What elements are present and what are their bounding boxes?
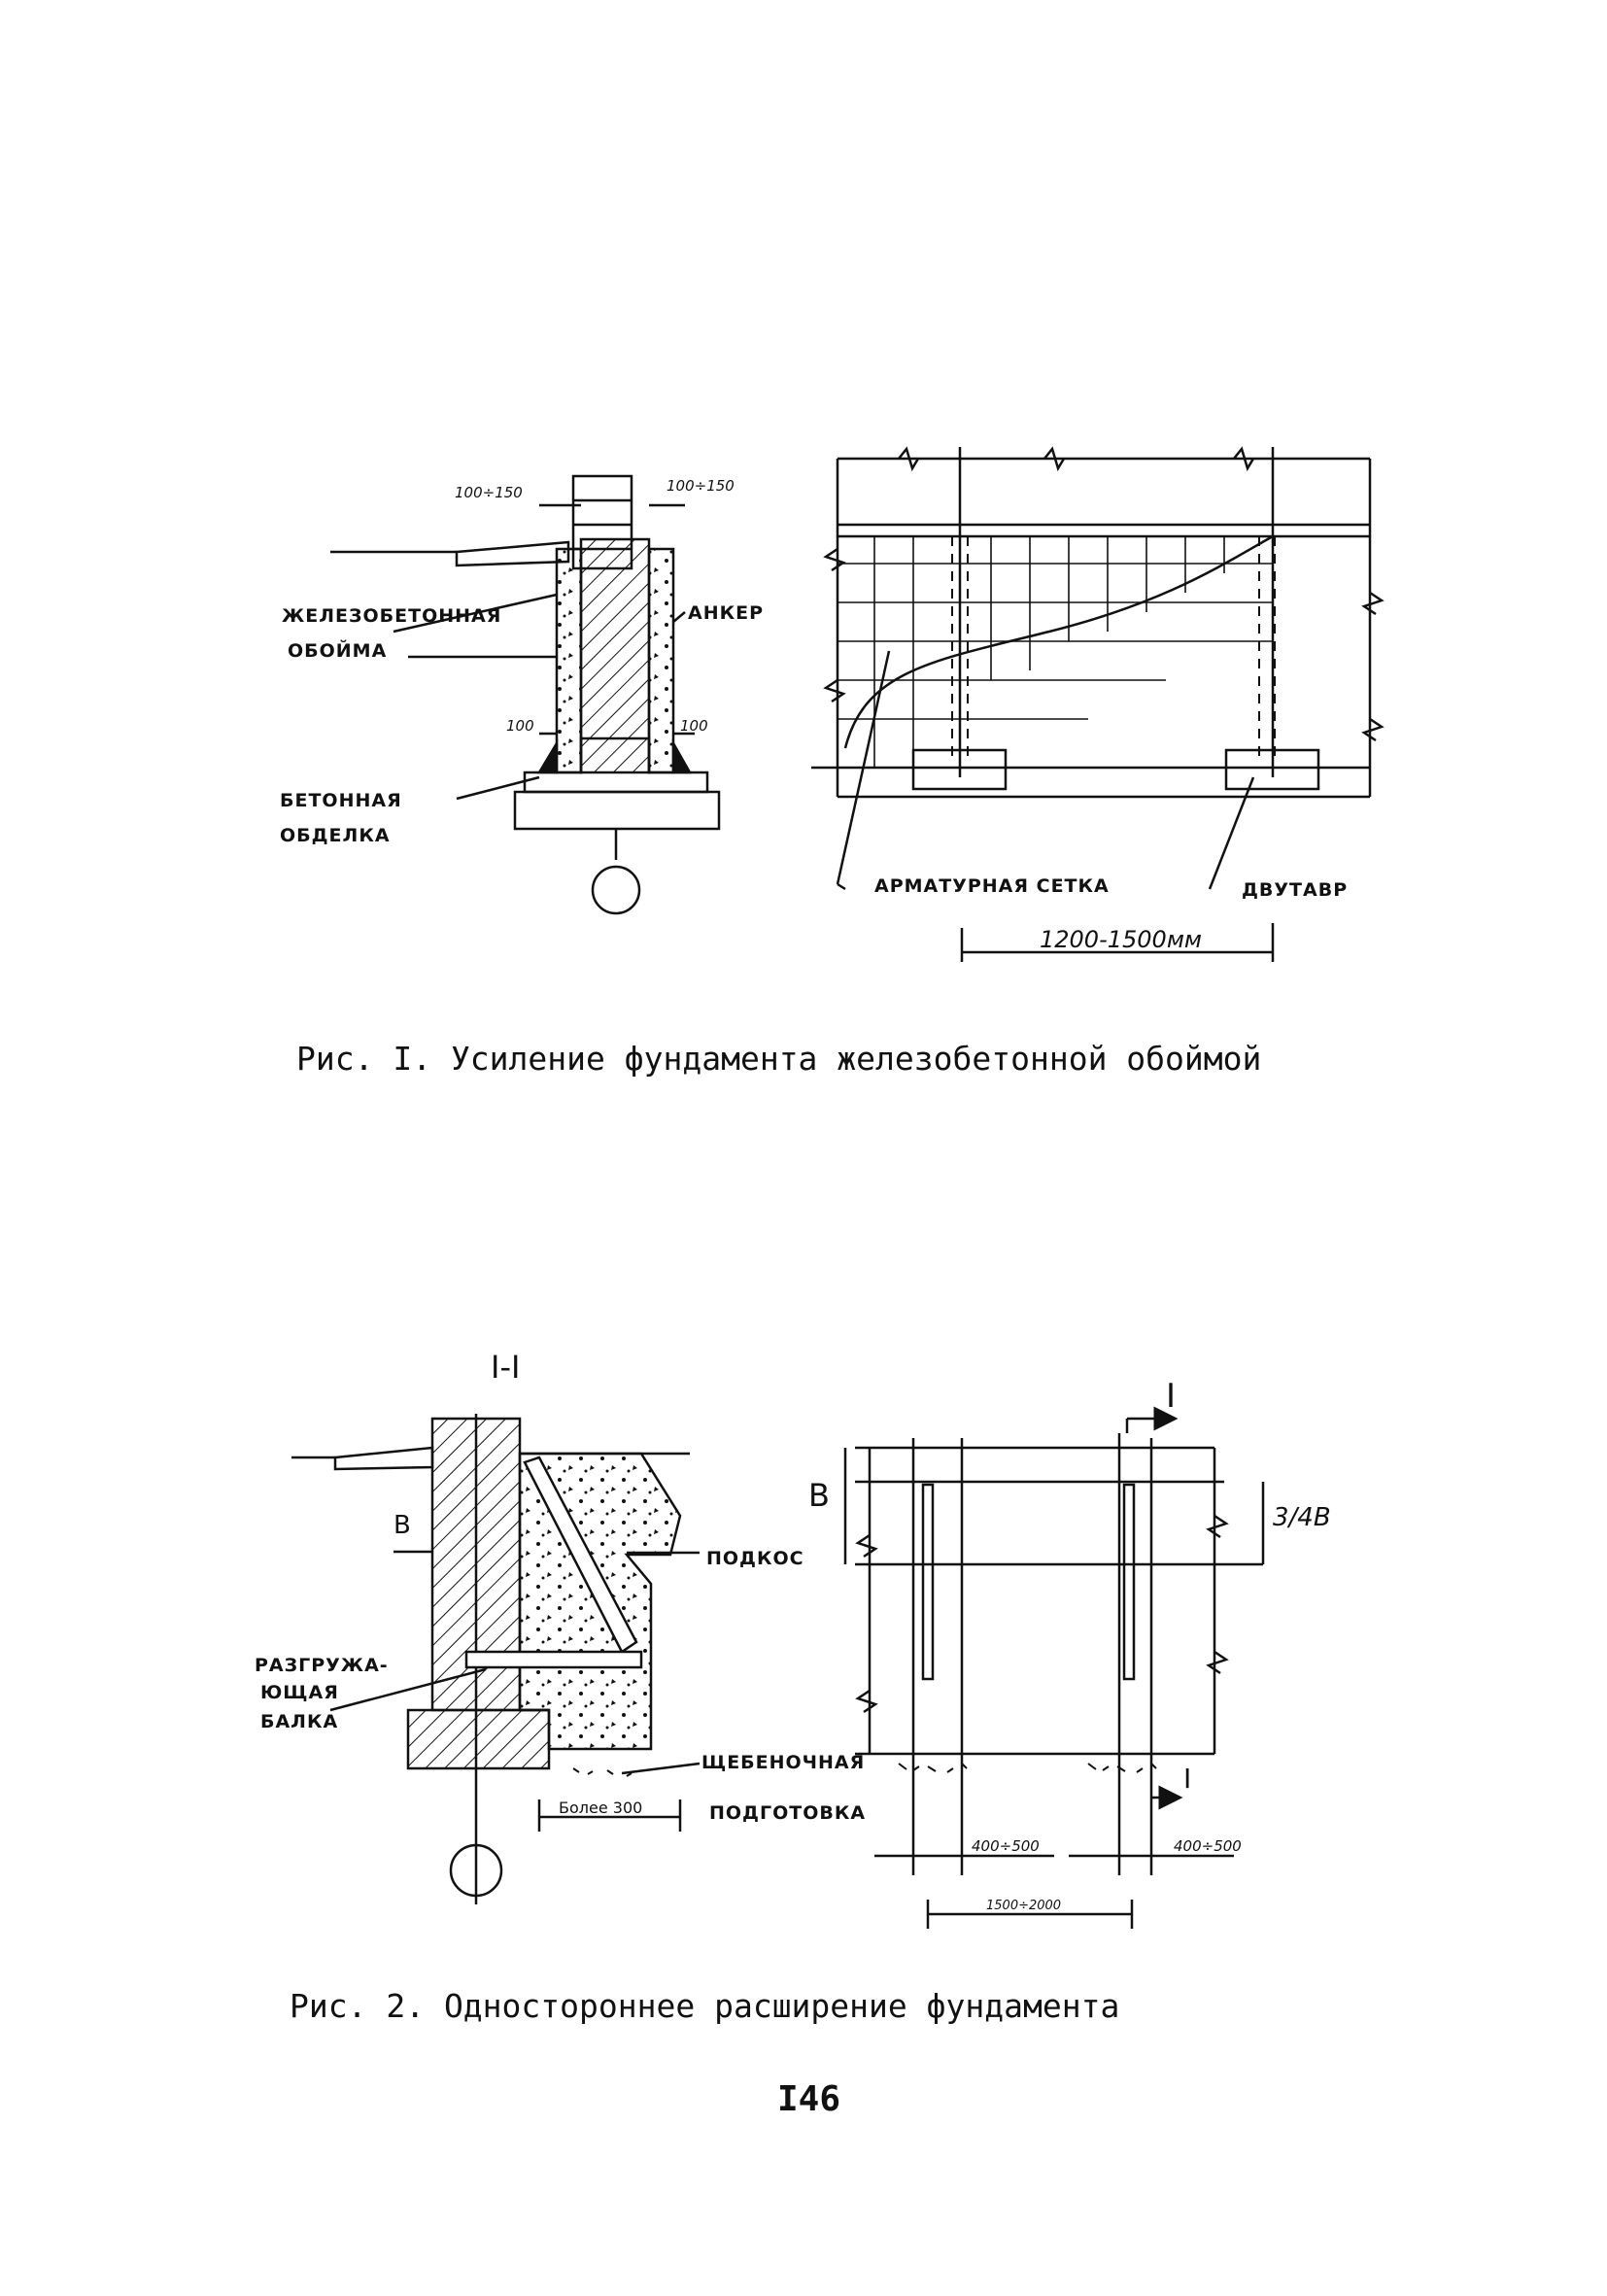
fig1-label-jacket-1: ЖЕЛЕЗОБЕТОННАЯ bbox=[282, 605, 501, 627]
fig1-label-anchor: АНКЕР bbox=[688, 602, 764, 624]
fig2-label-brace: ПОДКОС bbox=[706, 1548, 804, 1569]
fig1-dim-right-low: 100 bbox=[680, 717, 708, 735]
fig2-label-three-quarter-b: 3/4B bbox=[1273, 1503, 1331, 1532]
fig1-dim-left-top: 100÷150 bbox=[455, 484, 523, 501]
fig2-label-gravel-1: ЩЕБЕНОЧНАЯ bbox=[701, 1752, 865, 1773]
fig2-dim-w2: 400÷500 bbox=[1174, 1837, 1242, 1855]
fig2-section bbox=[291, 1414, 701, 1904]
fig1-elevation bbox=[811, 446, 1385, 962]
fig2-label-beam-3: БАЛКА bbox=[260, 1711, 338, 1732]
fig1-label-jacket-2: ОБОЙМА bbox=[288, 639, 387, 662]
fig2-section-mark-top: I bbox=[1166, 1377, 1176, 1416]
fig2-label-b-left: B bbox=[393, 1511, 412, 1540]
fig2-dim-spacing: 1500÷2000 bbox=[986, 1899, 1061, 1913]
fig2-label-b-right: B bbox=[808, 1477, 830, 1514]
fig2-label-gravel-2: ПОДГОТОВКА bbox=[709, 1802, 866, 1824]
fig1-label-ibeam: ДВУТАВР bbox=[1242, 879, 1348, 901]
fig1-label-concrete-1: БЕТОННАЯ bbox=[280, 790, 402, 811]
fig2-section-title: I-I bbox=[491, 1349, 520, 1386]
fig1-caption: Рис. I. Усиление фундамента железобетонн… bbox=[296, 1040, 1262, 1078]
fig2-section-mark-bottom: I bbox=[1183, 1763, 1191, 1795]
fig2-label-beam-2: ЮЩАЯ bbox=[260, 1682, 339, 1703]
fig1-dim-span: 1200-1500мм bbox=[1040, 926, 1202, 953]
fig2-elevation bbox=[843, 1406, 1265, 1929]
fig2-label-beam-1: РАЗГРУЖА- bbox=[255, 1655, 389, 1676]
fig2-dim-more-than: Более 300 bbox=[559, 1799, 642, 1817]
fig1-label-mesh: АРМАТУРНАЯ СЕТКА bbox=[874, 875, 1110, 897]
page-number: I46 bbox=[777, 2079, 841, 2119]
fig2-caption: Рис. 2. Одностороннее расширение фундаме… bbox=[290, 1987, 1120, 2025]
fig1-section bbox=[330, 474, 721, 915]
fig1-dim-right-top: 100÷150 bbox=[667, 477, 735, 495]
fig2-dim-w1: 400÷500 bbox=[972, 1837, 1040, 1855]
fig1-dim-left-low: 100 bbox=[506, 717, 534, 735]
fig1-label-concrete-2: ОБДЕЛКА bbox=[280, 825, 391, 846]
